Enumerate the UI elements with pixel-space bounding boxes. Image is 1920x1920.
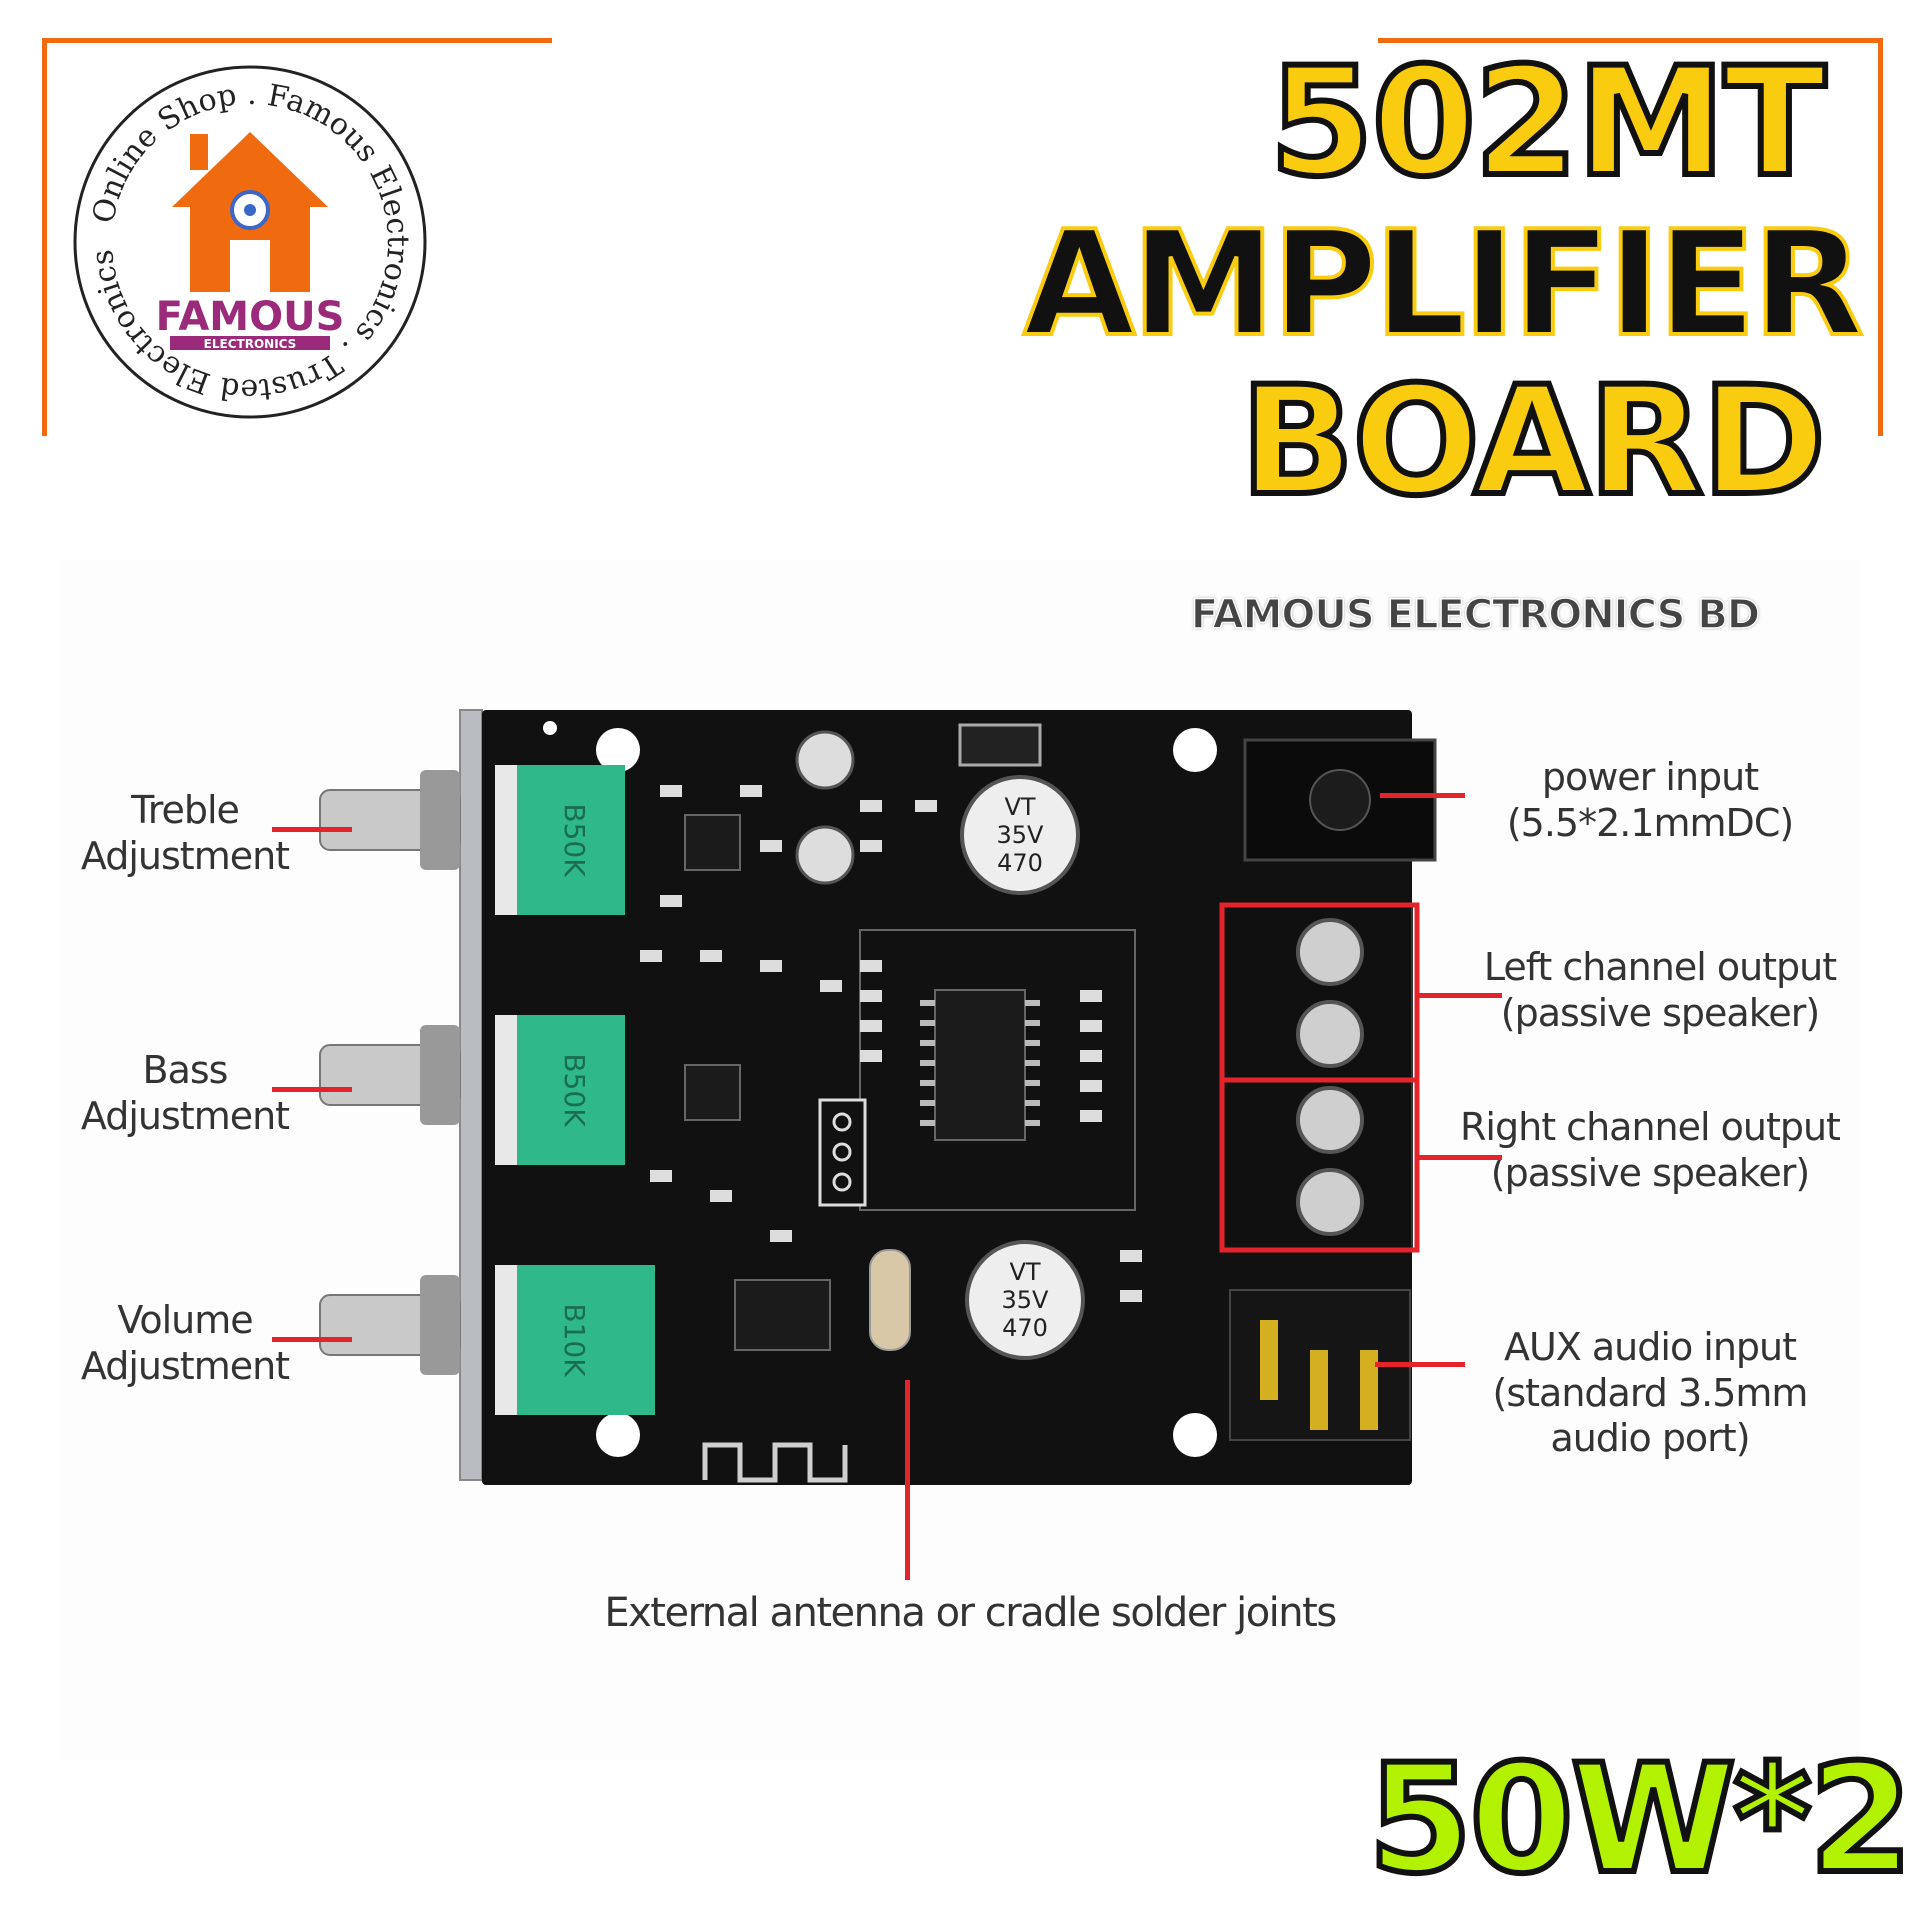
right-channel-highlight [1219, 1077, 1420, 1253]
label-volume: Volume Adjustment [80, 1298, 290, 1388]
aux-jack [1229, 1289, 1411, 1441]
house-icon [172, 132, 328, 292]
treble-knob [319, 770, 461, 870]
tone-ic [684, 1064, 741, 1121]
large-capacitor: VT 35V 470 [965, 1240, 1085, 1360]
volume-pot: B10K [495, 1265, 655, 1415]
label-bass: Bass Adjustment [80, 1048, 290, 1138]
volume-knob [319, 1275, 461, 1375]
shop-logo: Online Shop . Famous Electronics . Trust… [70, 62, 430, 422]
svg-text:VT: VT [1009, 1258, 1040, 1286]
treble-pointer [272, 827, 352, 832]
bass-knob [319, 1025, 461, 1125]
crystal [869, 1249, 911, 1351]
svg-text:B10K: B10K [558, 1303, 591, 1377]
power-pointer [1380, 793, 1465, 798]
logo-sub: ELECTRONICS [204, 337, 297, 351]
volume-pointer [272, 1337, 352, 1342]
title-line-3: BOARD [1237, 355, 1829, 529]
svg-text:470: 470 [1002, 1314, 1048, 1342]
svg-text:35V: 35V [997, 821, 1045, 849]
aux-pointer [1375, 1362, 1465, 1367]
svg-text:B50K: B50K [558, 803, 591, 877]
tone-ic [684, 814, 741, 871]
small-capacitor [795, 730, 855, 885]
svg-text:470: 470 [997, 849, 1043, 877]
label-aux-input: AUX audio input (standard 3.5mm audio po… [1492, 1325, 1809, 1461]
label-power-input: power input (5.5*2.1mmDC) [1506, 755, 1794, 845]
frame-top-right [1378, 38, 1883, 43]
label-left-output: Left channel output (passive speaker) [1483, 945, 1837, 1035]
amplifier-board-photo: B50K B50K B10K VT 35V 470 VT 35V 47 [300, 690, 1450, 1510]
treble-pot: B50K [495, 765, 625, 915]
large-capacitor: VT 35V 470 [960, 775, 1080, 895]
svg-text:B50K: B50K [558, 1053, 591, 1127]
logo-brand: FAMOUS [156, 294, 345, 340]
side-plate [459, 709, 483, 1481]
title-line-1: 502MT [1266, 36, 1829, 210]
product-title: 502MT AMPLIFIER BOARD [960, 36, 1866, 529]
antenna-pointer [905, 1380, 910, 1580]
label-right-output: Right channel output (passive speaker) [1460, 1105, 1841, 1195]
left-output-pointer [1417, 993, 1502, 998]
pin-header [818, 1098, 867, 1207]
bluetooth-ic [734, 1279, 831, 1351]
frame-top-left [42, 38, 552, 43]
amplifier-ic [934, 989, 1026, 1141]
right-output-pointer [1417, 1155, 1502, 1160]
svg-text:35V: 35V [1002, 1286, 1050, 1314]
frame-left [42, 38, 47, 436]
bass-pointer [272, 1087, 352, 1092]
smd-components [640, 785, 1142, 1302]
watermark: FAMOUS ELECTRONICS BD [1190, 591, 1761, 639]
frame-right [1878, 38, 1883, 436]
svg-text:VT: VT [1004, 793, 1035, 821]
mount-hole [1173, 1413, 1217, 1457]
mount-hole [596, 1413, 640, 1457]
title-line-2: AMPLIFIER [1021, 200, 1866, 369]
power-rating: 50W*2 [1365, 1733, 1916, 1907]
bass-pot: B50K [495, 1015, 625, 1165]
label-antenna: External antenna or cradle solder joints [604, 1590, 1337, 1636]
mount-hole [1173, 728, 1217, 772]
label-treble: Treble Adjustment [80, 788, 290, 878]
inductor [958, 723, 1042, 767]
mount-hole [596, 728, 640, 772]
antenna-trace [702, 1442, 848, 1483]
